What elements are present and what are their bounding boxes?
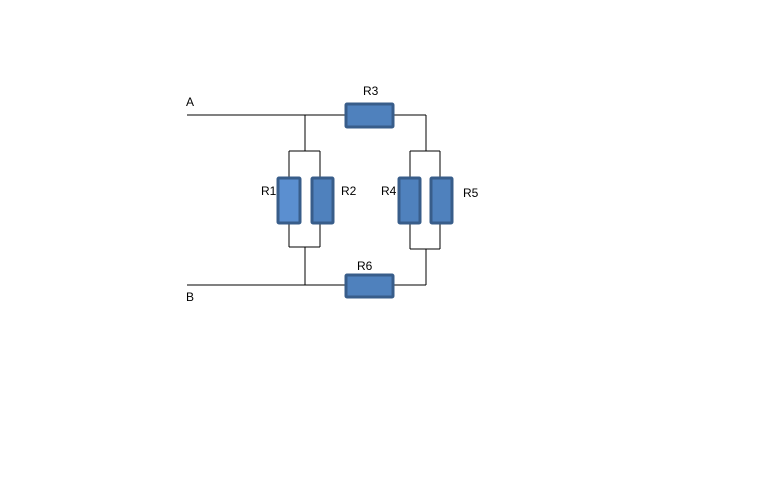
- resistor-r5: [429, 176, 454, 225]
- resistor-r5-label: R5: [463, 186, 479, 200]
- wires: [187, 114, 441, 286]
- resistor-r4: [397, 176, 422, 225]
- terminal-a-label: A: [186, 95, 194, 109]
- resistor-r6: [344, 273, 395, 299]
- resistor-r3: [344, 102, 395, 129]
- resistor-r3-label: R3: [363, 84, 379, 98]
- resistor-r1: [276, 176, 302, 225]
- resistor-r1-label: R1: [261, 184, 277, 198]
- resistor-r2-label: R2: [341, 184, 357, 198]
- resistor-r4-label: R4: [381, 184, 397, 198]
- resistor-r2: [310, 176, 335, 225]
- labels: A B R3 R6 R1 R2 R4 R5: [186, 84, 479, 304]
- resistor-r6-label: R6: [357, 259, 373, 273]
- terminal-b-label: B: [186, 290, 194, 304]
- resistors: [276, 102, 454, 299]
